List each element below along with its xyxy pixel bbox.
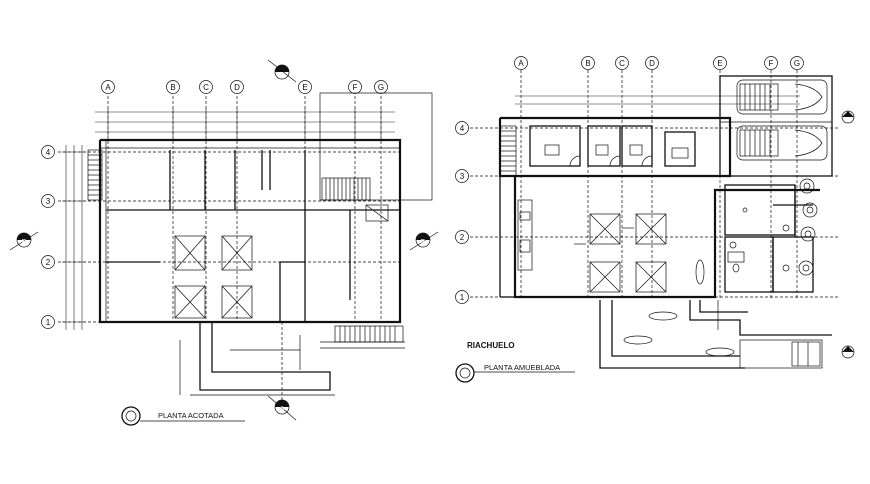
svg-text:3: 3 xyxy=(46,197,51,206)
svg-text:2: 2 xyxy=(46,258,51,267)
grid-bubble-D: D xyxy=(645,56,659,70)
svg-text:2: 2 xyxy=(460,233,465,242)
grid-bubble-F: F xyxy=(348,80,362,94)
left-grid-axes xyxy=(58,96,400,323)
svg-text:C: C xyxy=(619,59,625,68)
right-restrooms xyxy=(529,125,696,167)
svg-text:B: B xyxy=(585,59,590,68)
right-plan-title: PLANTA AMUEBLADA xyxy=(455,363,575,383)
left-column-bubbles: A B C D E F G xyxy=(101,80,388,94)
left-interior-walls xyxy=(106,150,400,322)
grid-bubble-E: E xyxy=(713,56,727,70)
north-arrow-icon-top xyxy=(841,110,855,124)
right-ambulance xyxy=(739,339,823,369)
svg-text:A: A xyxy=(280,406,285,413)
grid-bubble-C: C xyxy=(199,80,213,94)
grid-bubble-row-1: 1 xyxy=(455,290,469,304)
right-kitchen-counter xyxy=(517,199,533,271)
grid-bubble-row-2: 2 xyxy=(455,230,469,244)
grid-bubble-B: B xyxy=(166,80,180,94)
left-row-bubbles: 4 3 2 1 xyxy=(41,145,55,329)
planta-amueblada: A B C D E F G xyxy=(455,56,855,383)
svg-text:E: E xyxy=(302,83,307,92)
left-stair-top xyxy=(87,149,103,201)
svg-text:1: 1 xyxy=(460,293,465,302)
car-2 xyxy=(736,125,828,161)
grid-bubble-C: C xyxy=(615,56,629,70)
grid-bubble-A: A xyxy=(514,56,528,70)
svg-text:3: 3 xyxy=(460,172,465,181)
right-trees xyxy=(798,178,818,276)
grid-bubble-D: D xyxy=(230,80,244,94)
svg-text:B: B xyxy=(170,83,175,92)
left-side-dimensions xyxy=(62,145,86,330)
left-stair-bottom xyxy=(320,325,405,349)
grid-bubble-G: G xyxy=(790,56,804,70)
left-annex xyxy=(319,92,433,222)
grid-bubble-row-1: 1 xyxy=(41,315,55,329)
left-plan-title: PLANTA ACOTADA xyxy=(121,406,245,426)
left-top-dimensions xyxy=(95,108,395,136)
grid-bubble-E: E xyxy=(298,80,312,94)
planta-acotada-title: PLANTA ACOTADA xyxy=(158,411,224,420)
right-walkways xyxy=(599,300,832,369)
right-column-bubbles: A B C D E F G xyxy=(514,56,804,70)
right-stair xyxy=(499,125,517,177)
right-service-rooms xyxy=(724,184,814,293)
right-figures xyxy=(623,241,737,357)
svg-text:A: A xyxy=(105,83,111,92)
riachuelo-note: RIACHUELO xyxy=(467,341,515,350)
planta-amueblada-title: PLANTA AMUEBLADA xyxy=(484,363,560,372)
right-fixtures xyxy=(727,207,790,273)
svg-text:D: D xyxy=(234,83,240,92)
right-garage xyxy=(719,75,833,177)
section-marker-A-top xyxy=(267,59,297,83)
grid-bubble-row-4: 4 xyxy=(41,145,55,159)
svg-text:B: B xyxy=(22,239,27,246)
grid-bubble-row-3: 3 xyxy=(41,194,55,208)
grid-bubble-A: A xyxy=(101,80,115,94)
svg-text:G: G xyxy=(378,83,384,92)
right-equipment-blocks xyxy=(574,213,667,293)
svg-text:1: 1 xyxy=(46,318,51,327)
planta-acotada: A B C D E F G xyxy=(9,59,439,426)
svg-text:B: B xyxy=(421,239,426,246)
svg-text:F: F xyxy=(353,83,358,92)
section-marker-B-right: B xyxy=(409,231,439,251)
grid-bubble-row-2: 2 xyxy=(41,255,55,269)
left-equipment-blocks xyxy=(174,235,253,319)
grid-bubble-B: B xyxy=(581,56,595,70)
svg-text:4: 4 xyxy=(46,148,51,157)
svg-text:F: F xyxy=(769,59,774,68)
section-marker-B-left: B xyxy=(9,231,39,251)
north-arrow-icon-bottom xyxy=(841,345,855,359)
svg-text:E: E xyxy=(717,59,722,68)
section-marker-A-bottom: A xyxy=(267,322,297,421)
svg-text:A: A xyxy=(518,59,524,68)
svg-text:C: C xyxy=(203,83,209,92)
left-exterior-walls xyxy=(98,138,402,324)
car-1 xyxy=(736,79,828,115)
left-stair-right xyxy=(321,177,371,201)
right-row-bubbles: 4 3 2 1 xyxy=(455,121,469,304)
grid-bubble-row-3: 3 xyxy=(455,169,469,183)
svg-text:G: G xyxy=(794,59,800,68)
svg-text:4: 4 xyxy=(460,124,465,133)
grid-bubble-F: F xyxy=(764,56,778,70)
left-ramp xyxy=(179,322,335,396)
grid-bubble-G: G xyxy=(374,80,388,94)
svg-text:D: D xyxy=(649,59,655,68)
right-top-dimensions xyxy=(515,95,800,105)
grid-bubble-row-4: 4 xyxy=(455,121,469,135)
